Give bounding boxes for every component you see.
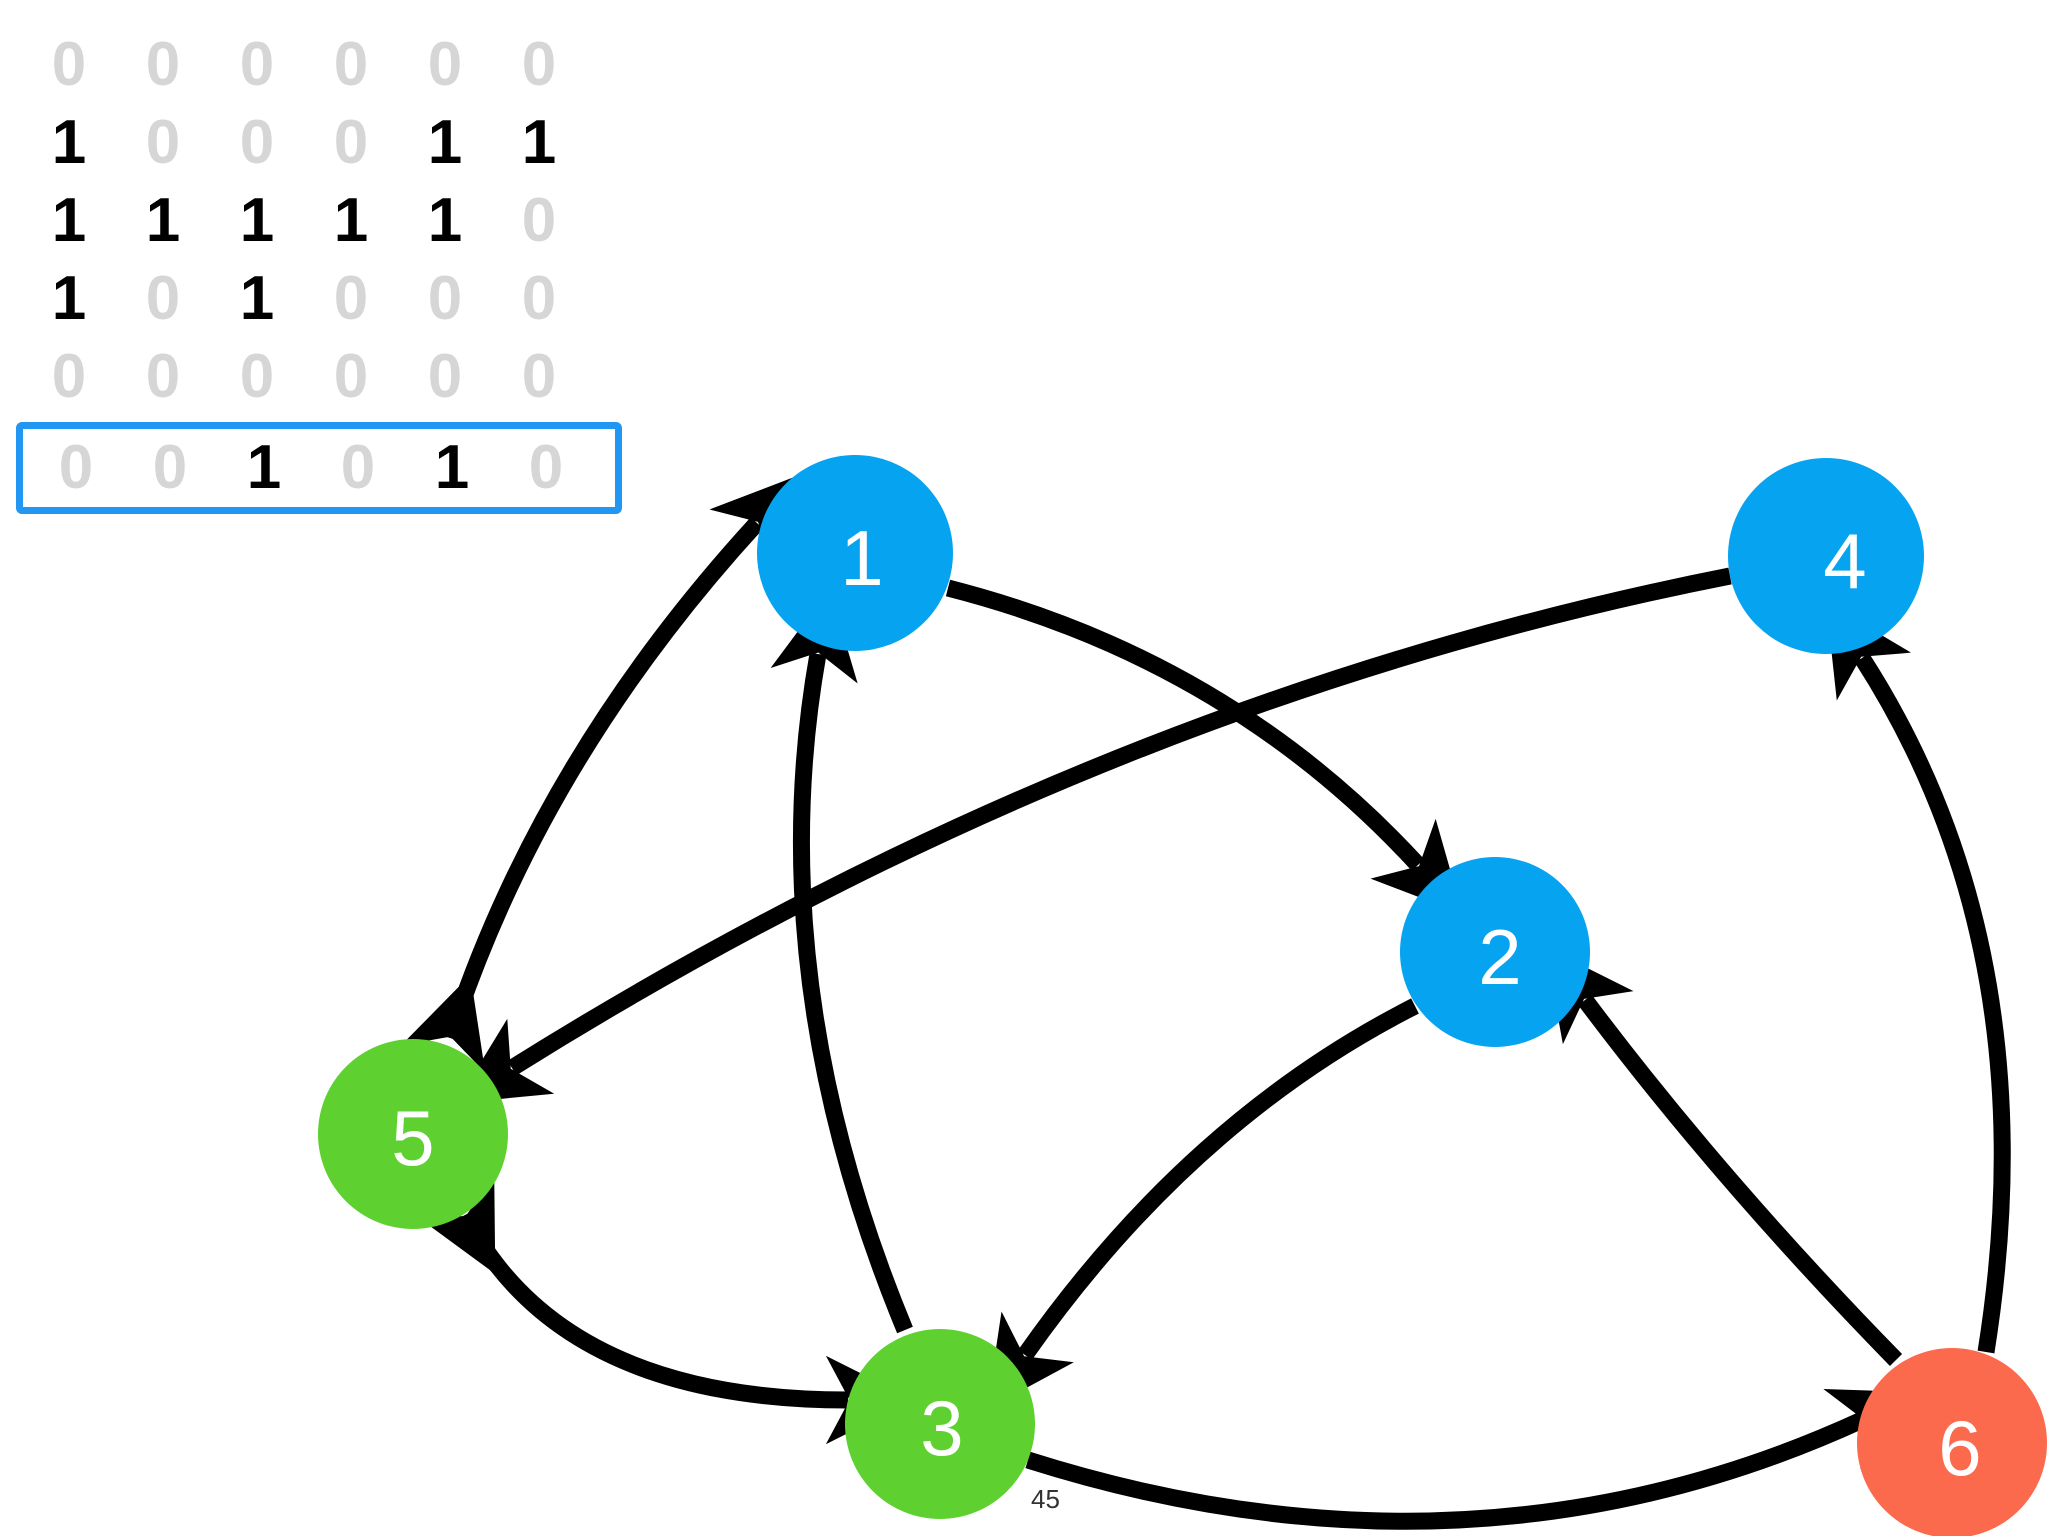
matrix-cell: 1 xyxy=(51,108,87,177)
matrix-cell: 1 xyxy=(434,433,470,502)
matrix-cell: 1 xyxy=(51,186,87,255)
matrix-cell: 1 xyxy=(427,186,463,255)
matrix-cell: 0 xyxy=(521,186,557,255)
matrix-cell: 0 xyxy=(145,108,181,177)
matrix-row: 0 0 0 0 0 0 xyxy=(22,338,622,416)
node-1-circle[interactable] xyxy=(757,455,953,651)
edge-3-5-bidirectional xyxy=(415,1175,915,1445)
node-6-label: 6 xyxy=(1938,1404,1981,1492)
matrix-cell: 1 xyxy=(333,186,369,255)
matrix-cell: 1 xyxy=(521,108,557,177)
matrix-cell: 1 xyxy=(239,186,275,255)
matrix-cell: 1 xyxy=(145,186,181,255)
edge-3-1 xyxy=(770,588,913,1334)
node-1-label: 1 xyxy=(840,514,883,602)
node-2-circle[interactable] xyxy=(1400,857,1590,1047)
matrix-cell: 0 xyxy=(145,30,181,99)
matrix-row: 0 0 0 0 0 0 xyxy=(22,26,622,104)
matrix-row: 1 1 1 1 1 0 xyxy=(22,182,622,260)
matrix-row: 1 0 0 0 1 1 xyxy=(22,104,622,182)
matrix-cell: 0 xyxy=(528,433,564,502)
graph-node-6[interactable]: 6 xyxy=(1857,1348,2047,1536)
graph-node-2[interactable]: 2 xyxy=(1400,857,1590,1047)
matrix-cell: 0 xyxy=(145,342,181,411)
edge-layer xyxy=(401,474,2011,1530)
node-4-circle[interactable] xyxy=(1728,458,1924,654)
matrix-cell: 0 xyxy=(427,342,463,411)
node-layer: 1 2 3 4 5 6 xyxy=(318,455,2047,1536)
matrix-cell: 1 xyxy=(51,264,87,333)
matrix-cell: 0 xyxy=(333,108,369,177)
matrix-cell: 0 xyxy=(239,30,275,99)
matrix-cell: 0 xyxy=(58,433,94,502)
matrix-cell: 1 xyxy=(239,264,275,333)
node-5-label: 5 xyxy=(391,1094,434,1182)
matrix-cell: 0 xyxy=(152,433,188,502)
edge-1-2 xyxy=(945,579,1463,914)
node-3-circle[interactable] xyxy=(845,1329,1035,1519)
graph-node-5[interactable]: 5 xyxy=(318,1039,508,1229)
matrix-cell: 0 xyxy=(51,30,87,99)
edge-2-3 xyxy=(986,998,1419,1410)
graph-node-3[interactable]: 3 xyxy=(845,1329,1035,1519)
edge-6-4 xyxy=(1826,602,2011,1354)
node-6-circle[interactable] xyxy=(1857,1348,2047,1536)
matrix-cell: 0 xyxy=(427,30,463,99)
matrix-cell: 0 xyxy=(521,342,557,411)
matrix-row-highlighted: 0 0 1 0 1 0 xyxy=(16,422,622,514)
adjacency-matrix: 0 0 0 0 0 0 1 0 0 0 1 1 1 1 1 1 1 0 1 0 … xyxy=(16,26,622,514)
matrix-cell: 0 xyxy=(521,264,557,333)
edge-1-5-bidirectional xyxy=(401,474,802,1073)
matrix-cell: 0 xyxy=(239,108,275,177)
graph-node-1[interactable]: 1 xyxy=(757,455,953,651)
matrix-row: 1 0 1 0 0 0 xyxy=(22,260,622,338)
node-4-label: 4 xyxy=(1823,517,1866,605)
matrix-cell: 1 xyxy=(427,108,463,177)
matrix-cell: 0 xyxy=(521,30,557,99)
matrix-cell: 1 xyxy=(246,433,282,502)
edge-4-5 xyxy=(455,567,1732,1104)
matrix-cell: 0 xyxy=(333,30,369,99)
matrix-cell: 0 xyxy=(333,264,369,333)
node-2-label: 2 xyxy=(1478,913,1521,1001)
matrix-cell: 0 xyxy=(427,264,463,333)
matrix-cell: 0 xyxy=(51,342,87,411)
edge-3-6 xyxy=(1025,1389,1923,1530)
matrix-cell: 0 xyxy=(145,264,181,333)
matrix-cell: 0 xyxy=(333,342,369,411)
graph-node-4[interactable]: 4 xyxy=(1728,458,1924,654)
node-3-label: 3 xyxy=(920,1384,963,1472)
matrix-cell: 0 xyxy=(340,433,376,502)
edge-6-2 xyxy=(1545,946,1903,1366)
matrix-cell: 0 xyxy=(239,342,275,411)
page-number: 45 xyxy=(1031,1484,1060,1514)
node-5-circle[interactable] xyxy=(318,1039,508,1229)
